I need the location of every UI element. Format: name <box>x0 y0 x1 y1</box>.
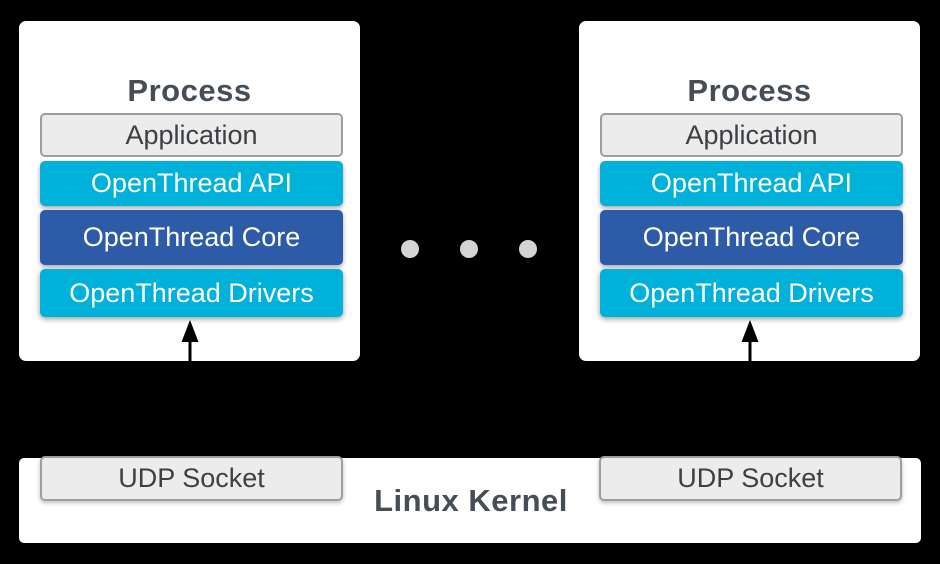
application-layer: Application <box>600 113 903 157</box>
ellipsis-dot <box>401 240 419 258</box>
linux-kernel-label: Linux Kernel <box>374 482 568 518</box>
openthread-api-layer: OpenThread API <box>600 161 903 206</box>
application-layer: Application <box>40 113 343 157</box>
openthread-drivers-layer: OpenThread Drivers <box>40 269 343 317</box>
ellipsis-dot <box>460 240 478 258</box>
process-title: Process <box>127 73 252 108</box>
openthread-core-layer: OpenThread Core <box>600 210 903 265</box>
process-title: Process <box>687 73 812 108</box>
process-box-right: Process Application OpenThread API OpenT… <box>579 21 920 361</box>
process-box-left: Process Application OpenThread API OpenT… <box>19 21 360 361</box>
openthread-core-layer: OpenThread Core <box>40 210 343 265</box>
udp-socket-left: UDP Socket <box>40 456 343 501</box>
ellipsis-dot <box>519 240 537 258</box>
up-arrow-icon <box>741 320 759 458</box>
openthread-api-layer: OpenThread API <box>40 161 343 206</box>
udp-socket-right: UDP Socket <box>599 456 902 501</box>
openthread-drivers-layer: OpenThread Drivers <box>600 269 903 317</box>
up-arrow-icon <box>181 320 199 458</box>
